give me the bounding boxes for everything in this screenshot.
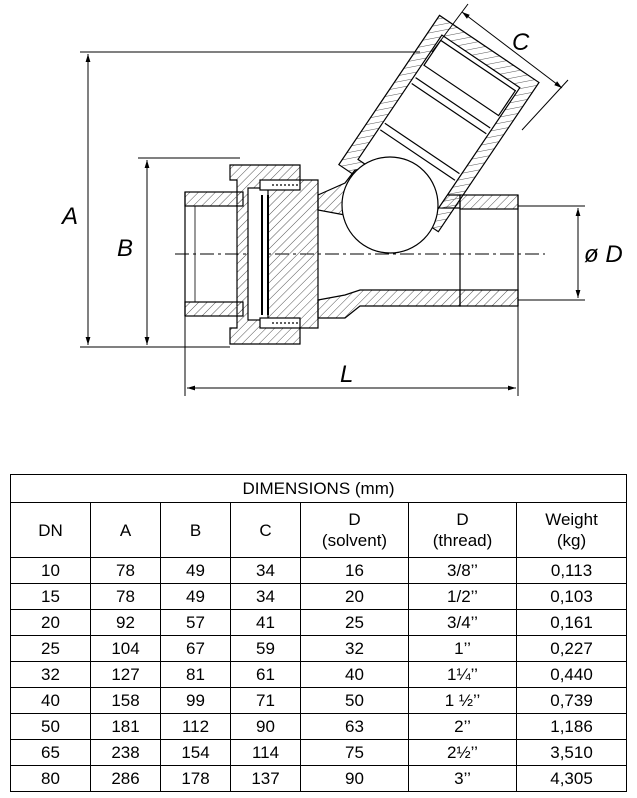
cell-a: 78 (90, 583, 161, 610)
left-socket-end (184, 191, 244, 317)
cell-c: 34 (230, 583, 301, 610)
cell-d-thread: 3’’ (408, 765, 517, 792)
header-b: B (160, 502, 231, 558)
table-row: 32 127 81 61 40 1¼’’ 0,440 (10, 661, 628, 688)
cell-weight: 0,161 (515, 609, 628, 636)
cell-b: 57 (160, 609, 231, 636)
cell-dn: 32 (10, 661, 91, 688)
cell-d-thread: 1’’ (408, 635, 517, 662)
dimension-a (80, 51, 420, 348)
cell-c: 61 (230, 661, 301, 688)
cell-b: 67 (160, 635, 231, 662)
cell-c: 90 (230, 713, 301, 740)
cell-d-thread: 3/4’’ (408, 609, 517, 636)
cell-d-thread: 1¼’’ (408, 661, 517, 688)
dimension-c-label: C (512, 29, 530, 56)
cell-b: 81 (160, 661, 231, 688)
table-row: 50 181 112 90 63 2’’ 1,186 (10, 713, 628, 740)
header-dn: DN (10, 502, 91, 558)
cell-c: 41 (230, 609, 301, 636)
cell-d-solvent: 63 (300, 713, 409, 740)
cell-d-thread: 2½’’ (408, 739, 517, 766)
cell-c: 34 (230, 557, 301, 584)
cell-d-thread: 1/2’’ (408, 583, 517, 610)
cell-weight: 3,510 (515, 739, 628, 766)
dimension-d (518, 205, 585, 301)
cell-b: 49 (160, 557, 231, 584)
cell-d-solvent: 16 (300, 557, 409, 584)
dimension-b-label: B (117, 235, 133, 262)
dimension-a-label: A (60, 203, 78, 230)
cell-dn: 25 (10, 635, 91, 662)
cell-weight: 1,186 (515, 713, 628, 740)
cell-a: 78 (90, 557, 161, 584)
header-d-thread: D (thread) (408, 502, 517, 558)
table-row: 15 78 49 34 20 1/2’’ 0,103 (10, 583, 628, 610)
cell-a: 92 (90, 609, 161, 636)
table-row: 10 78 49 34 16 3/8’’ 0,113 (10, 557, 628, 584)
cell-a: 127 (90, 661, 161, 688)
cell-b: 154 (160, 739, 231, 766)
cell-d-solvent: 50 (300, 687, 409, 714)
union-nut (229, 164, 319, 345)
cell-weight: 0,103 (515, 583, 628, 610)
table-row: 65 238 154 114 75 2½’’ 3,510 (10, 739, 628, 766)
cell-d-solvent: 32 (300, 635, 409, 662)
cell-c: 59 (230, 635, 301, 662)
cell-a: 286 (90, 765, 161, 792)
cell-dn: 65 (10, 739, 91, 766)
cell-d-solvent: 40 (300, 661, 409, 688)
header-d-solvent: D (solvent) (300, 502, 409, 558)
cell-dn: 15 (10, 583, 91, 610)
valve-cross-section-drawing: A B C ø D L (60, 3, 623, 396)
table-title: DIMENSIONS (mm) (9, 474, 628, 503)
cell-d-solvent: 20 (300, 583, 409, 610)
check-ball (341, 156, 439, 254)
cell-weight: 0,113 (515, 557, 628, 584)
cell-b: 112 (160, 713, 231, 740)
cell-d-solvent: 25 (300, 609, 409, 636)
cell-weight: 4,305 (515, 765, 628, 792)
dimensions-table: DIMENSIONS (mm) DN A B C D (solvent) D (… (9, 474, 628, 792)
table-row: 80 286 178 137 90 3’’ 4,305 (10, 765, 628, 792)
cell-d-solvent: 75 (300, 739, 409, 766)
cell-dn: 50 (10, 713, 91, 740)
cell-dn: 10 (10, 557, 91, 584)
header-a: A (90, 502, 161, 558)
cell-c: 137 (230, 765, 301, 792)
cell-c: 71 (230, 687, 301, 714)
cell-a: 238 (90, 739, 161, 766)
cell-dn: 40 (10, 687, 91, 714)
dimension-d-label: ø D (584, 241, 623, 268)
cell-b: 178 (160, 765, 231, 792)
cell-weight: 0,227 (515, 635, 628, 662)
cell-a: 181 (90, 713, 161, 740)
cell-b: 99 (160, 687, 231, 714)
table-header-row: DN A B C D (solvent) D (thread) Weight (… (10, 502, 628, 558)
cell-d-thread: 2’’ (408, 713, 517, 740)
dimension-l-label: L (340, 361, 353, 388)
cell-d-solvent: 90 (300, 765, 409, 792)
cell-b: 49 (160, 583, 231, 610)
header-weight: Weight (kg) (515, 502, 628, 558)
cell-weight: 0,739 (515, 687, 628, 714)
cell-weight: 0,440 (515, 661, 628, 688)
dimension-c (431, 3, 569, 131)
cell-d-thread: 1 ½’’ (408, 687, 517, 714)
table-row: 40 158 99 71 50 1 ½’’ 0,739 (10, 687, 628, 714)
table-row: 20 92 57 41 25 3/4’’ 0,161 (10, 609, 628, 636)
dimension-b (138, 157, 240, 345)
header-c: C (230, 502, 301, 558)
cell-c: 114 (230, 739, 301, 766)
dimension-l (184, 306, 519, 396)
cell-d-thread: 3/8’’ (408, 557, 517, 584)
cell-a: 104 (90, 635, 161, 662)
cell-dn: 20 (10, 609, 91, 636)
table-row: 25 104 67 59 32 1’’ 0,227 (10, 635, 628, 662)
cell-dn: 80 (10, 765, 91, 792)
cell-a: 158 (90, 687, 161, 714)
